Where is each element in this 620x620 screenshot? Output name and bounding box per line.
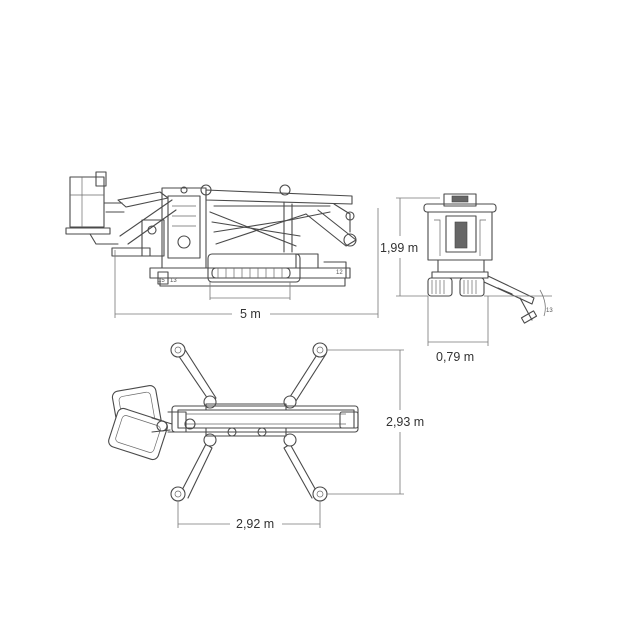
top-width-dimension bbox=[177, 500, 321, 528]
side-view-boom bbox=[205, 184, 357, 253]
side-view-basket bbox=[65, 171, 125, 245]
side-length-label: 5 m bbox=[240, 307, 261, 321]
top-view-baskets bbox=[108, 385, 173, 461]
side-view-mark-a: 15 bbox=[158, 278, 165, 284]
front-view: 13 1,99 m 0,79 m bbox=[380, 193, 553, 364]
top-width-label: 2,92 m bbox=[236, 517, 274, 531]
top-depth-dimension bbox=[326, 349, 404, 495]
side-view-turret bbox=[161, 184, 212, 269]
front-height-label: 1,99 m bbox=[380, 241, 418, 255]
side-view-mark-b: 13 bbox=[170, 278, 177, 284]
front-view-outrigger: 13 bbox=[483, 275, 553, 324]
front-width-label: 0,79 m bbox=[436, 350, 474, 364]
front-width-dimension bbox=[427, 296, 489, 346]
front-height-dimension bbox=[396, 197, 440, 297]
top-view-outriggers bbox=[170, 342, 328, 502]
side-view-jib bbox=[111, 191, 177, 257]
side-length-dimension bbox=[114, 208, 379, 318]
top-depth-label: 2,93 m bbox=[386, 415, 424, 429]
front-view-angle-mark: 13 bbox=[546, 308, 553, 314]
side-view: 15 13 12 5 m bbox=[65, 171, 379, 321]
side-view-chassis: 15 13 12 bbox=[149, 253, 351, 287]
top-view: 2,93 m 2,92 m bbox=[108, 342, 424, 531]
front-view-body bbox=[423, 193, 497, 297]
side-view-mark-c: 12 bbox=[336, 270, 343, 276]
top-view-chassis bbox=[167, 403, 359, 437]
